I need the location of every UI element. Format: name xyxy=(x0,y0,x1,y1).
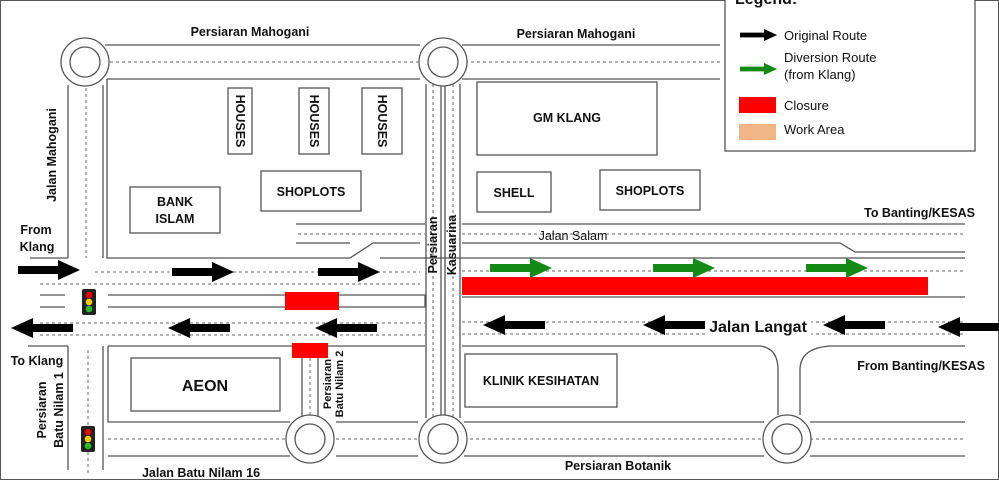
roundabouts xyxy=(60,37,812,464)
label-bg xyxy=(705,316,811,336)
road-label: Jalan Batu Nilam 16 xyxy=(142,466,260,480)
road-label: Kasuarina xyxy=(445,214,459,275)
legend-title: Legend: xyxy=(735,0,797,8)
direction-label: From Banting/KESAS xyxy=(857,359,985,373)
closures xyxy=(285,277,928,358)
road-label: Persiaran xyxy=(35,382,49,439)
shoplots-label: SHOPLOTS xyxy=(616,184,685,198)
direction-label: From xyxy=(20,223,51,237)
legend-label: (from Klang) xyxy=(784,67,856,82)
road-label: Jalan Mahogani xyxy=(45,108,59,202)
closure-area xyxy=(292,343,328,358)
closure-area xyxy=(462,277,928,295)
legend-label: Closure xyxy=(784,98,829,113)
bank-islam-label: BANK xyxy=(157,195,193,209)
legend-label: Original Route xyxy=(784,28,867,43)
legend-work-area-swatch xyxy=(739,124,776,140)
road-label: Batu Nilam 2 xyxy=(334,351,346,418)
gm-klang-label: GM KLANG xyxy=(533,111,601,125)
building-shoplots-2 xyxy=(599,169,701,211)
road-label: Persiaran Botanik xyxy=(565,459,671,473)
legend-label: Work Area xyxy=(784,122,845,137)
road-label: Jalan Salam xyxy=(539,229,608,243)
building-aeon xyxy=(130,357,281,412)
legend-label: Diversion Route xyxy=(784,50,877,65)
shoplots-label: SHOPLOTS xyxy=(277,185,346,199)
traffic-light-icon xyxy=(82,289,96,315)
aeon-label: AEON xyxy=(182,378,228,395)
building-shoplots-1 xyxy=(260,170,362,212)
shell-label: SHELL xyxy=(494,186,535,200)
road-persiaran-kasuarina xyxy=(425,84,461,418)
road-jalan-langat xyxy=(40,223,965,415)
building-houses-3 xyxy=(361,87,403,155)
direction-label: To Klang xyxy=(11,354,64,368)
road-label: Persiaran xyxy=(322,359,334,409)
klinik-label: KLINIK KESIHATAN xyxy=(483,374,599,388)
road-label: Batu Nilam 1 xyxy=(52,372,66,448)
road-persiaran-mahogani xyxy=(105,44,720,80)
road-jalan-mahogani xyxy=(28,85,104,475)
traffic-light-icon xyxy=(81,426,95,452)
block-outline xyxy=(106,79,420,259)
building-shell xyxy=(476,171,552,213)
legend: Legend: Original Route Diversion Route (… xyxy=(724,0,976,152)
houses-label: HOUSES xyxy=(307,95,321,148)
bank-islam-label: ISLAM xyxy=(156,212,195,226)
building-gm-klang xyxy=(476,81,658,156)
building-houses-1 xyxy=(227,87,253,155)
building-bank-islam xyxy=(129,186,221,234)
road-label: Persiaran xyxy=(426,217,440,274)
building-houses-2 xyxy=(298,87,330,155)
road-persiaran-batu-nilam-2 xyxy=(301,358,319,420)
houses-label: HOUSES xyxy=(233,95,247,148)
direction-label: Klang xyxy=(20,240,55,254)
building-klinik xyxy=(464,353,618,408)
houses-label: HOUSES xyxy=(375,95,389,148)
road-label: Persiaran Mahogani xyxy=(191,25,310,39)
road-label: Persiaran Mahogani xyxy=(517,27,636,41)
direction-label: To Banting/KESAS xyxy=(864,206,975,220)
legend-closure-swatch xyxy=(739,97,776,113)
road-label: Jalan Langat xyxy=(709,319,807,336)
road-bottom xyxy=(107,346,965,457)
closure-area xyxy=(285,292,339,310)
